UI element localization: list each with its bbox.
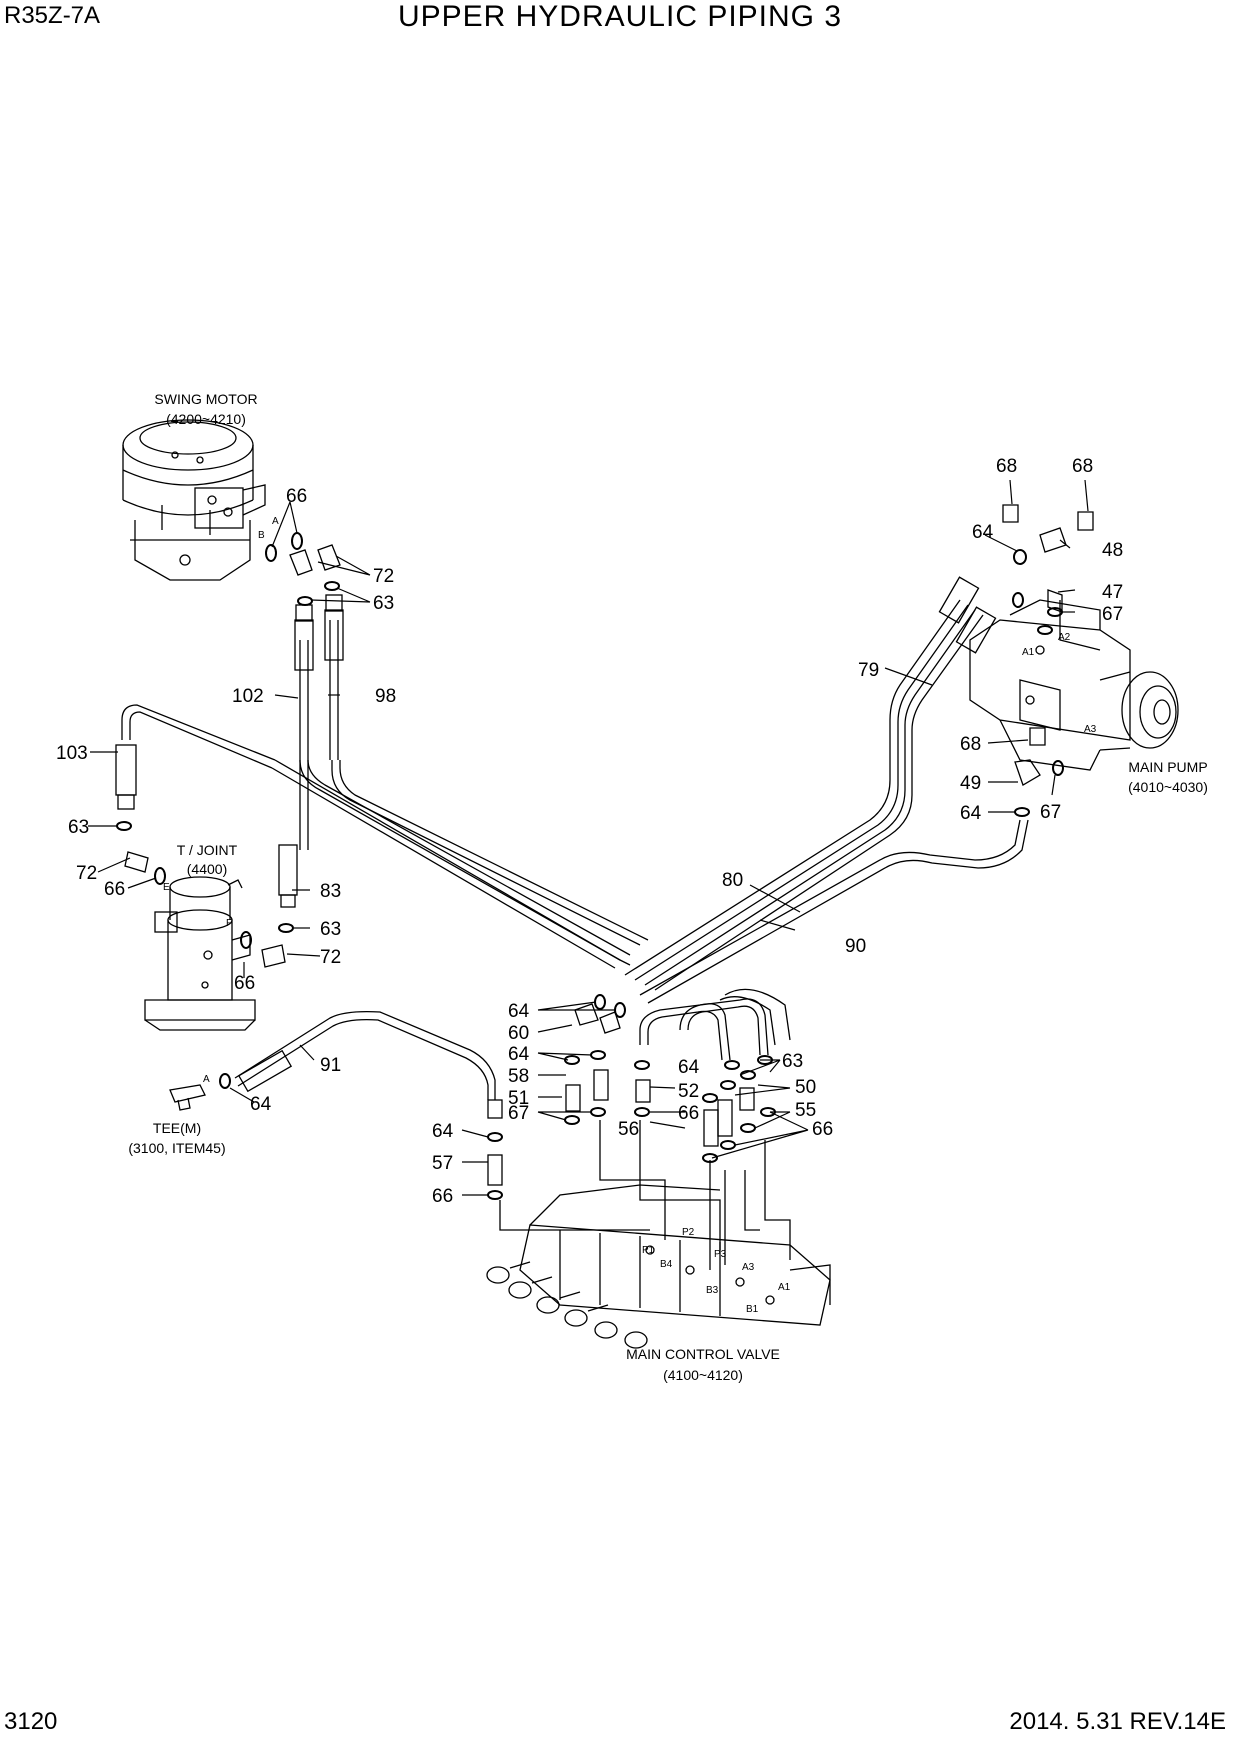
callout-label: 64 <box>432 1121 454 1142</box>
port-label: A1 <box>778 1282 791 1293</box>
callout-label: 102 <box>232 686 264 707</box>
revision-date: 2014. 5.31 REV.14E <box>1009 1708 1226 1735</box>
callout-label: 66 <box>432 1186 453 1207</box>
callout-label: 63 <box>320 919 341 940</box>
main-pump-range: (4010~4030) <box>1128 779 1208 795</box>
swing-motor-drawing <box>122 419 266 581</box>
model-number: R35Z-7A <box>4 2 101 29</box>
callout-label: 51 <box>508 1088 529 1109</box>
callout-label: 56 <box>618 1119 639 1140</box>
fittings <box>124 504 1094 1186</box>
port-label: F <box>226 918 232 929</box>
callout-label: 63 <box>782 1051 803 1072</box>
main-control-valve-name: MAIN CONTROL VALVE <box>626 1346 780 1362</box>
pipe-79-80-90 <box>624 599 1029 1004</box>
callout-label: 68 <box>996 456 1017 477</box>
main-pump-name: MAIN PUMP <box>1128 759 1207 775</box>
leader-lines <box>88 479 1089 1196</box>
hose-fitting-103 <box>115 744 137 796</box>
t-joint-range: (4400) <box>187 861 227 877</box>
port-label: B1 <box>746 1304 759 1315</box>
port-label: A1 <box>1022 647 1035 658</box>
pipe-98 <box>324 594 344 760</box>
callout-label: 63 <box>68 817 89 838</box>
swing-motor-range: (4200~4210) <box>166 411 246 427</box>
callout-label: 49 <box>960 773 981 794</box>
callout-label: 64 <box>508 1001 530 1022</box>
callout-label: 64 <box>250 1094 272 1115</box>
port-label: B <box>258 530 265 541</box>
page-title: UPPER HYDRAULIC PIPING 3 <box>397 0 843 33</box>
port-label: B4 <box>660 1259 673 1270</box>
tee-drawing <box>169 1084 206 1111</box>
main-pump-drawing <box>969 599 1179 771</box>
port-label: P2 <box>682 1227 695 1238</box>
port-label: P3 <box>714 1249 727 1260</box>
callout-label: 66 <box>286 486 307 507</box>
callout-label: 72 <box>76 863 97 884</box>
callout-label: 91 <box>320 1055 341 1076</box>
port-label: A <box>203 1074 210 1085</box>
callout-label: 67 <box>1040 802 1061 823</box>
port-label: P1 <box>642 1245 655 1256</box>
callout-label: 63 <box>373 593 394 614</box>
callout-label: 64 <box>972 522 994 543</box>
callout-label: 52 <box>678 1081 699 1102</box>
port-label: E <box>163 882 170 893</box>
pipes-to-control-valve <box>639 988 791 1061</box>
port-label: A2 <box>1058 632 1071 643</box>
callout-label: 67 <box>508 1103 529 1124</box>
t-joint-drawing <box>144 876 256 1031</box>
callout-label: 80 <box>722 870 743 891</box>
main-control-valve-range: (4100~4120) <box>663 1367 743 1383</box>
callout-label: 66 <box>678 1103 699 1124</box>
port-label: A3 <box>1084 724 1097 735</box>
callout-label: 50 <box>795 1077 816 1098</box>
pipe-91 <box>234 1010 496 1100</box>
pipe-103 <box>121 704 276 769</box>
callout-label: 79 <box>858 660 879 681</box>
callout-label: 90 <box>845 936 866 957</box>
valve-connection-lines <box>499 1120 791 1270</box>
callout-label: 83 <box>320 881 341 902</box>
callout-label: 60 <box>508 1023 529 1044</box>
callout-label: 103 <box>56 743 88 764</box>
callout-label: 47 <box>1102 582 1123 603</box>
tee-range: (3100, ITEM45) <box>128 1140 225 1156</box>
callout-label: 48 <box>1102 540 1123 561</box>
callout-label: 68 <box>1072 456 1093 477</box>
pipe-102 <box>294 604 314 850</box>
callout-label: 64 <box>960 803 982 824</box>
callout-label: 55 <box>795 1100 816 1121</box>
tee-name: TEE(M) <box>153 1120 201 1136</box>
callout-label: 66 <box>812 1119 833 1140</box>
callout-label: 72 <box>320 947 341 968</box>
page-number: 3120 <box>4 1708 58 1735</box>
callout-label: 66 <box>104 879 125 900</box>
callout-label: 67 <box>1102 604 1123 625</box>
callout-label: 72 <box>373 566 394 587</box>
callout-label: 58 <box>508 1066 529 1087</box>
main-control-valve-drawing <box>486 1184 831 1349</box>
callout-label: 68 <box>960 734 981 755</box>
port-label: A3 <box>742 1262 755 1273</box>
t-joint-name: T / JOINT <box>177 842 238 858</box>
callout-label: 64 <box>678 1057 700 1078</box>
swing-motor-name: SWING MOTOR <box>154 391 257 407</box>
hose-fitting-83 <box>278 844 298 896</box>
callout-label: 57 <box>432 1153 453 1174</box>
callout-label: 98 <box>375 686 396 707</box>
port-label: A <box>272 516 279 527</box>
callout-label: 64 <box>508 1044 530 1065</box>
port-label: B3 <box>706 1285 719 1296</box>
callout-label: 66 <box>234 973 255 994</box>
